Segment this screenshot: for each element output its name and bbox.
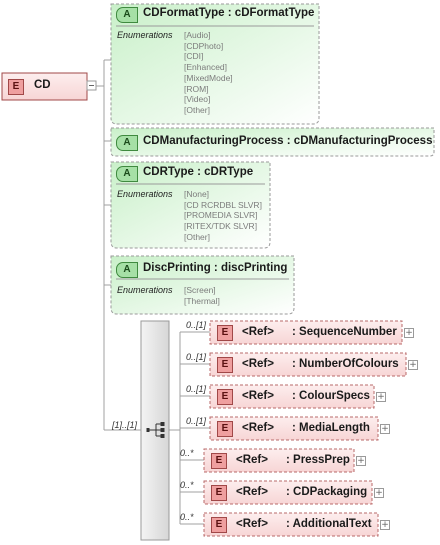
- enumeration-value: [MixedMode]: [184, 72, 233, 83]
- expand-icon[interactable]: +: [376, 392, 386, 402]
- attribute-badge-icon: A: [116, 166, 138, 182]
- child-ref-label: <Ref>: [236, 454, 268, 466]
- child-element-name: : MediaLength: [292, 422, 370, 434]
- root-element-name: CD: [34, 79, 51, 91]
- child-ref-label: <Ref>: [242, 326, 274, 338]
- enumeration-value: [Enhanced]: [184, 62, 228, 73]
- attribute-cdmanufacturingprocess-box[interactable]: [110, 127, 435, 157]
- connector-lines: [96, 59, 210, 525]
- attribute-discprinting-box[interactable]: [110, 255, 295, 315]
- child-cardinality: 0..[1]: [186, 320, 207, 330]
- element-badge-icon: E: [211, 453, 227, 469]
- child-ref-label: <Ref>: [236, 518, 268, 530]
- sequence-icon: [146, 422, 165, 438]
- child-cardinality: 0..[1]: [186, 352, 207, 362]
- attribute-title: CDRType : cDRType: [143, 166, 254, 178]
- enumeration-value: [Other]: [184, 104, 210, 115]
- child-element-box[interactable]: [203, 512, 379, 537]
- child-ref-label: <Ref>: [236, 486, 268, 498]
- element-badge-icon: E: [211, 517, 227, 533]
- child-element-box[interactable]: [209, 384, 375, 409]
- child-element-name: : PressPrep: [286, 454, 350, 466]
- sequence-cardinality: [1]..[1]: [112, 420, 138, 430]
- enumerations-label: Enumerations: [117, 285, 173, 295]
- attribute-badge-icon: A: [116, 262, 138, 278]
- enumeration-value: [CD RCRDBL SLVR]: [184, 199, 262, 210]
- expand-icon[interactable]: +: [380, 424, 390, 434]
- child-element-name: : AdditionalText: [286, 518, 372, 530]
- element-badge-icon: E: [217, 357, 233, 373]
- attribute-cdformattype-box[interactable]: [110, 3, 320, 125]
- enumeration-value: [Video]: [184, 94, 211, 105]
- attribute-title: CDFormatType : cDFormatType: [143, 7, 315, 19]
- child-cardinality: 0..*: [180, 480, 194, 490]
- expand-icon[interactable]: +: [374, 488, 384, 498]
- child-element-name: : NumberOfColours: [292, 358, 399, 370]
- attribute-title: DiscPrinting : discPrinting: [143, 262, 288, 274]
- enumeration-value: [RITEX/TDK SLVR]: [184, 221, 258, 232]
- child-cardinality: 0..[1]: [186, 384, 207, 394]
- child-cardinality: 0..*: [180, 448, 194, 458]
- child-element-box[interactable]: [203, 480, 373, 505]
- child-element-box[interactable]: [203, 448, 355, 473]
- child-ref-label: <Ref>: [242, 358, 274, 370]
- enumeration-value: [None]: [184, 189, 210, 199]
- enumerations-label: Enumerations: [117, 189, 173, 199]
- child-element-name: : ColourSpecs: [292, 390, 370, 402]
- expand-icon[interactable]: +: [408, 360, 418, 370]
- child-cardinality: 0..*: [180, 512, 194, 522]
- element-badge-icon: E: [211, 485, 227, 501]
- element-badge-icon: E: [217, 389, 233, 405]
- attribute-badge-icon: A: [116, 135, 138, 151]
- child-element-name: : CDPackaging: [286, 486, 368, 498]
- child-ref-label: <Ref>: [242, 390, 274, 402]
- enumeration-value: [Audio]: [184, 30, 211, 40]
- expand-icon[interactable]: +: [380, 520, 390, 530]
- expand-icon[interactable]: +: [404, 328, 414, 338]
- attribute-title: CDManufacturingProcess : cDManufacturing…: [143, 135, 433, 147]
- child-element-box[interactable]: [209, 416, 379, 441]
- child-element-box[interactable]: [209, 352, 407, 377]
- enumerations-label: Enumerations: [117, 30, 173, 40]
- element-badge-icon: E: [8, 79, 24, 95]
- enumeration-value: [Other]: [184, 231, 210, 242]
- child-element-name: : SequenceNumber: [292, 326, 397, 338]
- child-element-box[interactable]: [209, 320, 403, 345]
- expand-icon[interactable]: +: [356, 456, 366, 466]
- enumeration-value: [Thermal]: [184, 295, 220, 306]
- child-ref-label: <Ref>: [242, 422, 274, 434]
- enumeration-value: [ROM]: [184, 83, 209, 94]
- enumeration-value: [CDPhoto]: [184, 40, 224, 51]
- child-cardinality: 0..[1]: [186, 416, 207, 426]
- enumeration-value: [Screen]: [184, 285, 216, 295]
- element-badge-icon: E: [217, 325, 233, 341]
- attribute-badge-icon: A: [116, 7, 138, 23]
- element-badge-icon: E: [217, 421, 233, 437]
- enumeration-value: [CDI]: [184, 51, 204, 62]
- enumeration-value: [PROMEDIA SLVR]: [184, 210, 258, 221]
